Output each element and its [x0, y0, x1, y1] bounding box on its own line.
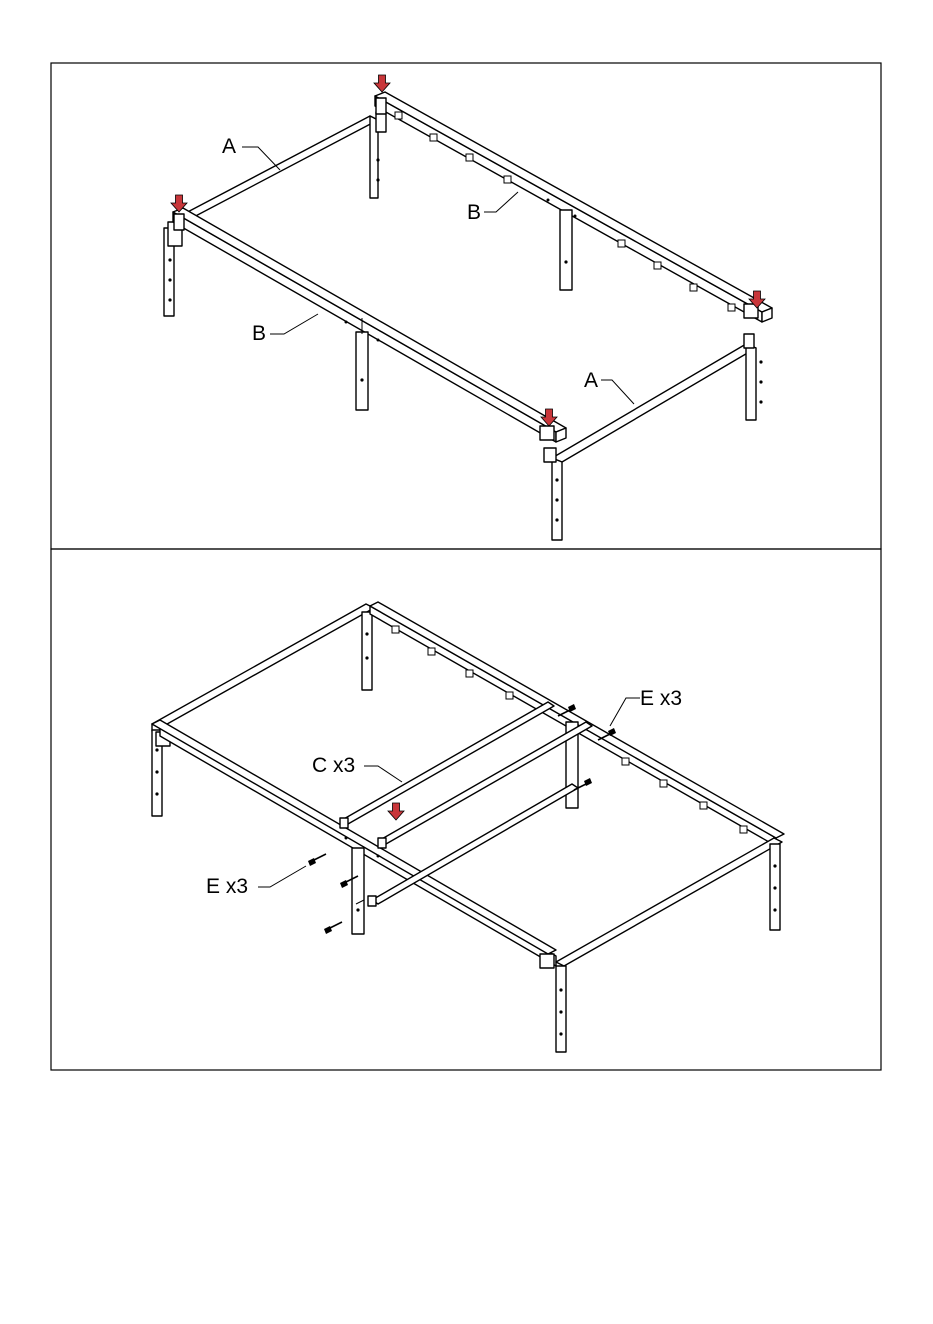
step-2-panel: C x3 E x3 E x3 — [51, 549, 881, 1070]
label-b-back: B — [467, 192, 518, 224]
bolt-icon — [324, 922, 342, 934]
bolt-icon — [308, 854, 326, 866]
label-e-top: E x3 — [610, 687, 682, 726]
arrow-down-icon — [388, 803, 404, 820]
label-e-text: E x3 — [206, 875, 248, 898]
label-b-front: B — [252, 314, 318, 345]
end-frame-a-back — [164, 112, 386, 316]
label-a-text: A — [584, 369, 598, 392]
side-rail-b-front — [173, 208, 566, 442]
arrow-down-icon — [374, 75, 390, 92]
label-a-back: A — [222, 135, 280, 170]
label-e-left: E x3 — [206, 866, 306, 898]
end-frame-front — [556, 838, 782, 1052]
label-e-text: E x3 — [640, 687, 682, 710]
step-1-panel: A B B A — [51, 63, 881, 549]
side-rail-b-back — [375, 92, 772, 322]
label-a-front: A — [584, 369, 634, 404]
label-a-text: A — [222, 135, 236, 158]
cross-bars-c — [340, 702, 592, 906]
label-c-text: C x3 — [312, 754, 355, 777]
step-2-border — [51, 549, 881, 1070]
label-b-text: B — [252, 322, 266, 345]
end-frame-a-front — [544, 334, 763, 540]
label-c: C x3 — [312, 754, 402, 782]
label-b-text: B — [467, 201, 481, 224]
